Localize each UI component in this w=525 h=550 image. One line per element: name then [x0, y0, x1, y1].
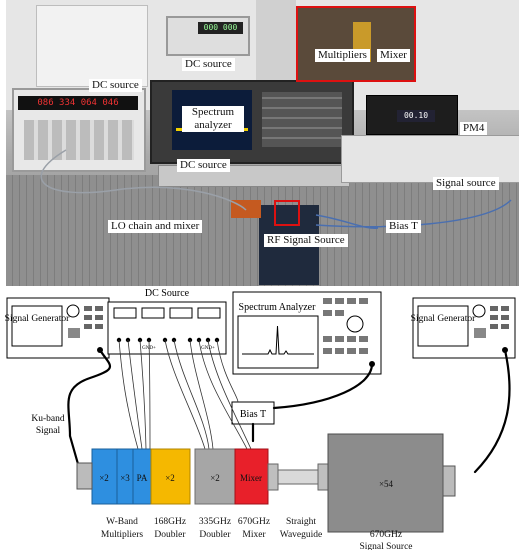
- ku-band-label-line1: Ku-band: [31, 414, 64, 424]
- lab-setup-photo: 086 334 064 046 000 000 00.10: [6, 0, 519, 286]
- signal-source-block-label: ×54: [379, 479, 394, 489]
- sg-right-knob: [472, 304, 486, 318]
- caption-670-source-line1: 670GHz: [370, 530, 402, 540]
- caption-w-band-line1: W-Band: [106, 517, 138, 527]
- label-mixer: Mixer: [377, 49, 410, 62]
- label-pm4: PM4: [460, 122, 488, 135]
- label-bias-t: Bias T: [386, 220, 421, 233]
- label-dc-source-top: DC source: [182, 58, 235, 71]
- thick-cables: [67, 348, 511, 474]
- caption-335-line1: 335GHz: [199, 517, 231, 527]
- dc-source-left-instrument: 086 334 064 046: [12, 88, 146, 172]
- label-spectrum-analyzer: Spectrum analyzer: [182, 106, 244, 132]
- caption-168-line2: Doubler: [154, 530, 186, 540]
- caption-waveguide-line2: Waveguide: [280, 530, 323, 540]
- caption-168-line1: 168GHz: [154, 517, 186, 527]
- chain-connector: [76, 462, 93, 490]
- cable-analyzer-to-biast: [272, 362, 374, 410]
- w-band-block-1: [91, 448, 118, 505]
- label-lo-chain: LO chain and mixer: [108, 220, 203, 233]
- cable-left-loop: [40, 149, 247, 211]
- signal-generator-left: Signal Generator: [5, 297, 110, 359]
- cable-right: [315, 199, 512, 228]
- chain-label-3: PA: [137, 473, 148, 483]
- caption-670-mixer-line2: Mixer: [242, 530, 266, 540]
- doubler-168-block: [150, 448, 191, 505]
- cable-sg-left-to-chain: [67, 348, 112, 466]
- spectrum-analyzer-title: Spectrum Analyzer: [239, 302, 317, 313]
- left-meter-display: 086 334 064 046: [18, 96, 138, 110]
- caption-waveguide-line1: Straight: [286, 517, 316, 527]
- dc-source-top-instrument: 000 000: [166, 16, 250, 56]
- signal-source-instrument: [341, 135, 519, 183]
- ku-band-label-line2: Signal: [36, 426, 61, 436]
- mixer-block: [234, 448, 269, 505]
- label-rf-signal-source: RF Signal Source: [264, 234, 348, 247]
- analyzer-knob: [346, 315, 364, 333]
- spectrum-trace: [242, 325, 314, 355]
- label-dc-source-mid: DC source: [177, 159, 230, 172]
- source-connector: [442, 465, 456, 497]
- caption-w-band-line2: Multipliers: [101, 530, 144, 540]
- label-multipliers: Multipliers: [315, 49, 370, 62]
- chain-label-6: Mixer: [240, 473, 262, 483]
- signal-generator-right-label: Signal Generator: [411, 314, 476, 324]
- dc-source-title: DC Source: [145, 288, 190, 299]
- chain-label-4: ×2: [165, 473, 175, 483]
- captions: W-Band Multipliers 168GHz Doubler 335GHz…: [101, 517, 413, 550]
- inset-photo-frame: [296, 6, 416, 82]
- spectrum-analyzer-diagram: Spectrum Analyzer: [232, 291, 382, 375]
- chain-label-5: ×2: [210, 473, 220, 483]
- chain-label-1: ×2: [99, 473, 109, 483]
- pm4-display: 00.10: [397, 110, 435, 122]
- signal-generator-right: Signal Generator: [411, 297, 516, 359]
- top-meter-display: 000 000: [198, 22, 243, 34]
- straight-waveguide: [277, 469, 319, 485]
- pm4-instrument: 00.10: [366, 95, 458, 135]
- left-meter-knobs: [24, 120, 134, 160]
- dc-wires: [118, 339, 252, 450]
- window-panel: [36, 5, 148, 87]
- rf-highlight-box: [274, 200, 300, 226]
- analyzer-keypad: [262, 92, 342, 147]
- caption-335-line2: Doubler: [199, 530, 231, 540]
- signal-generator-left-label: Signal Generator: [5, 314, 70, 324]
- label-dc-source-left: DC source: [89, 79, 142, 92]
- signal-source-block: [327, 433, 444, 533]
- caption-670-source-line2: Signal Source: [359, 542, 412, 550]
- waveguide-left-flange: [267, 463, 279, 491]
- waveguide-right-flange: [317, 463, 329, 491]
- bias-t-diagram: Bias T: [231, 401, 275, 425]
- dc-source-diagram: DC Source GND+ GND+: [107, 288, 227, 355]
- cables-overlay: [40, 149, 512, 229]
- caption-670-mixer-line1: 670GHz: [238, 517, 270, 527]
- sg-left-knob: [66, 304, 80, 318]
- terminal-label-2: GND+: [201, 346, 215, 351]
- chain-blocks: [76, 433, 456, 533]
- cable-bias: [315, 214, 379, 229]
- chain-label-2: ×3: [120, 473, 130, 483]
- bias-t-label: Bias T: [240, 409, 266, 420]
- block-diagram: Signal Generator DC Source GND+: [5, 288, 516, 550]
- label-signal-source: Signal source: [433, 177, 499, 190]
- cable-sg-right-to-source: [473, 348, 511, 474]
